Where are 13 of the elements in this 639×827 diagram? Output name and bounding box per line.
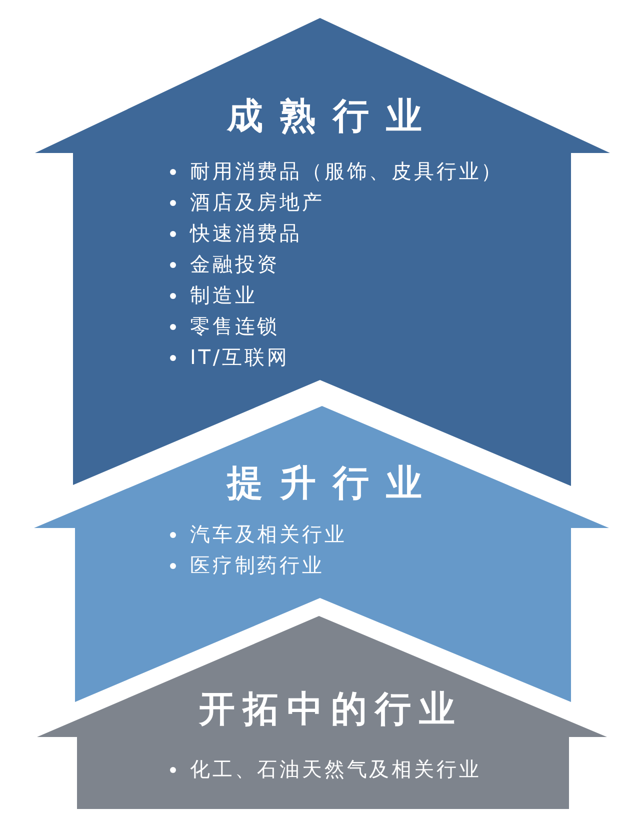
list-item: 快速消费品 — [168, 218, 302, 249]
section-heading: 成熟行业 — [227, 99, 422, 135]
list-item: IT/互联网 — [168, 342, 290, 373]
list-item: 医疗制药行业 — [168, 550, 324, 581]
list-item: 耐用消费品（服饰、皮具行业） — [168, 156, 504, 187]
list-item: 化工、石油天然气及相关行业 — [168, 754, 482, 785]
section-heading: 提升行业 — [227, 466, 422, 502]
list-item: 零售连锁 — [168, 311, 280, 342]
list-item: 制造业 — [168, 280, 258, 311]
list-item: 汽车及相关行业 — [168, 519, 347, 550]
section-heading: 开拓中的行业 — [199, 692, 455, 728]
list-item: 酒店及房地产 — [168, 187, 324, 218]
list-item: 金融投资 — [168, 249, 280, 280]
